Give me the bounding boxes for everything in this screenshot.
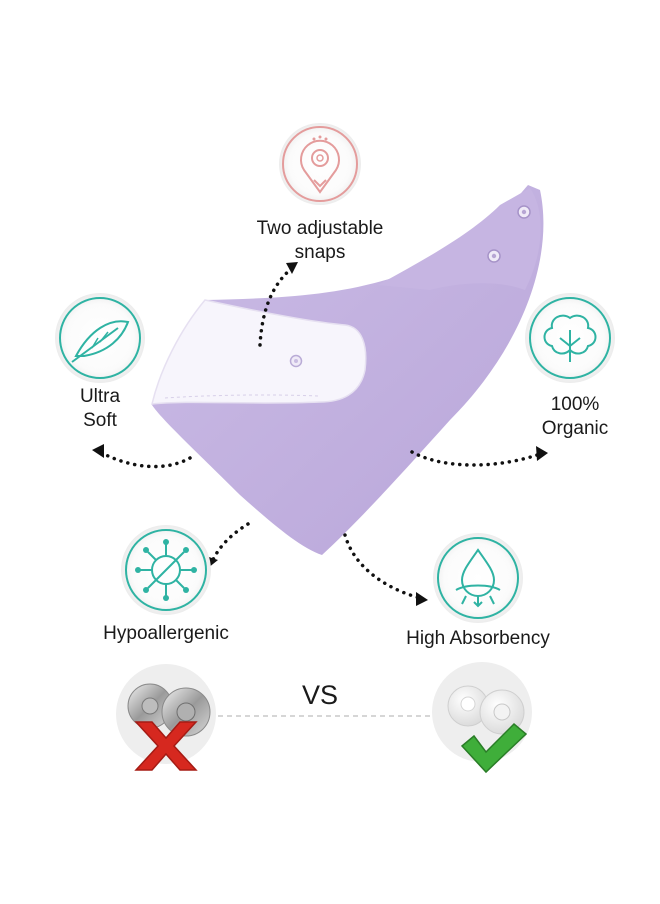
soft-label-line2: Soft <box>83 410 117 431</box>
snaps-label: Two adjustable snaps <box>230 217 410 265</box>
green-check-icon <box>460 722 528 774</box>
organic-label-line2: Organic <box>541 418 609 439</box>
absorbency-label: High Absorbency <box>406 628 550 649</box>
virus-icon <box>121 525 211 615</box>
snaps-label-line2: snaps <box>294 242 346 263</box>
snaps-label-line1: Two adjustable <box>256 218 384 239</box>
soft-label: Ultra Soft <box>50 385 150 433</box>
vs-label: VS <box>302 680 339 710</box>
bib-neck-strap <box>378 188 541 290</box>
pointer-lines <box>98 266 542 600</box>
cotton-flower-icon <box>525 293 615 383</box>
water-drop-icon <box>433 533 523 623</box>
hypoallergenic-label: Hypoallergenic <box>103 623 229 644</box>
organic-label: 100% Organic <box>520 393 630 441</box>
metal-snap-comparison <box>116 664 216 764</box>
pointer-arrowheads <box>92 262 548 606</box>
bib-lining-flap <box>151 299 367 405</box>
organic-label-line1: 100% <box>550 394 600 415</box>
soft-label-line1: Ultra <box>79 386 121 407</box>
bandana-bib <box>151 185 544 555</box>
snap-button-icon <box>279 123 361 205</box>
feather-icon <box>55 293 145 383</box>
red-x-icon <box>134 721 198 771</box>
plastic-snap-comparison <box>432 662 532 762</box>
